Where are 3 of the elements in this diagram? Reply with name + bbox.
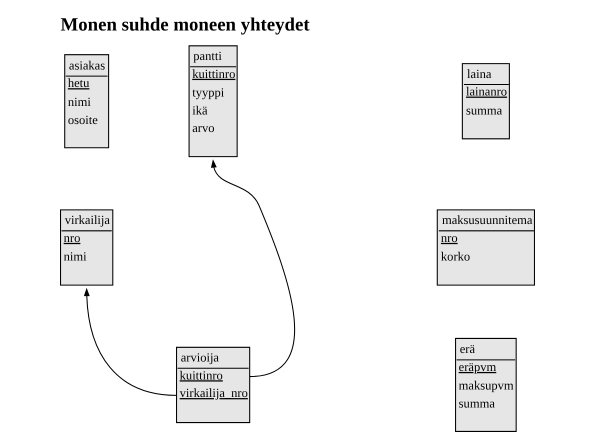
arrow <box>210 159 294 378</box>
diagram-title: Monen suhde moneen yhteydet <box>60 14 310 36</box>
arrow <box>83 288 176 396</box>
